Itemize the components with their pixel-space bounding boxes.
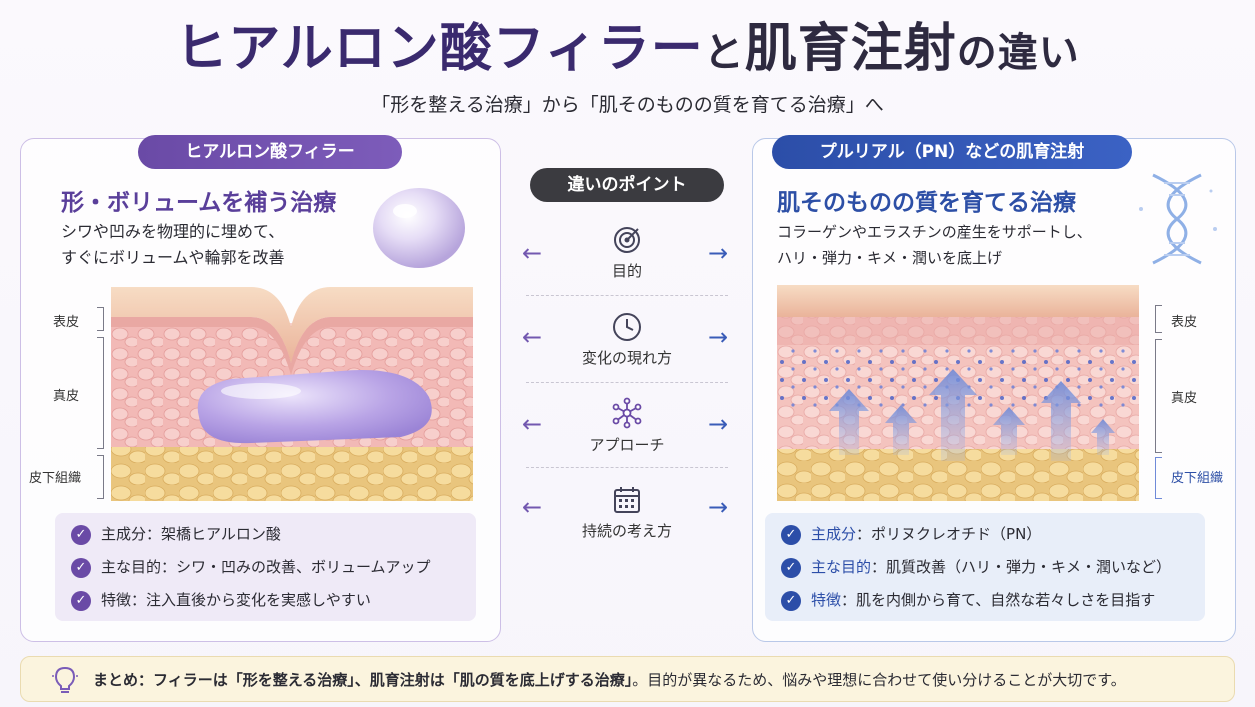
booster-dermis-bracket xyxy=(1155,339,1162,453)
point-purpose: 目的 xyxy=(520,224,734,281)
calendar-icon xyxy=(614,487,640,513)
skin-booster-skin-diagram xyxy=(777,285,1139,501)
filler-point-3: ✓特徴：注入直後から変化を実感しやすい xyxy=(71,589,371,611)
point-duration-label: 持続の考え方 xyxy=(581,522,672,540)
filler-panel: ヒアルロン酸フィラー 形・ボリュームを補う治療 シワや凹みを物理的に埋めて、 す… xyxy=(20,135,501,642)
arrow-right-icon: → xyxy=(708,410,729,438)
center-divider xyxy=(526,295,728,296)
check-icon: ✓ xyxy=(781,557,801,578)
title-difference: の違い xyxy=(956,29,1080,76)
arrow-left-icon: ← xyxy=(522,493,543,521)
filler-pill: ヒアルロン酸フィラー xyxy=(138,135,402,169)
arrow-right-icon: → xyxy=(708,239,729,267)
dna-icon xyxy=(1139,173,1217,265)
arrow-right-icon: → xyxy=(708,323,729,351)
filler-skin-diagram xyxy=(111,287,473,501)
skin-booster-panel: プルリアル（PN）などの肌育注射 肌そのものの質を育てる治療 コラーゲンやエラス… xyxy=(752,135,1236,642)
skin-booster-desc-line2: ハリ・弾力・キメ・潤いを底上げ xyxy=(777,249,1003,267)
point-purpose-label: 目的 xyxy=(611,262,642,280)
point-duration: 持続の考え方 xyxy=(520,484,734,541)
center-divider xyxy=(526,382,728,383)
filler-description: シワや凹みを物理的に埋めて、 すぐにボリュームや輪郭を改善 xyxy=(61,219,285,271)
arrow-left-icon: ← xyxy=(522,323,543,351)
check-icon: ✓ xyxy=(71,590,91,611)
title-filler: ヒアルロン酸フィラー xyxy=(175,18,704,79)
filler-desc-line1: シワや凹みを物理的に埋めて、 xyxy=(61,222,285,241)
filler-dermis-bracket xyxy=(97,337,104,449)
check-icon: ✓ xyxy=(781,524,801,545)
skin-booster-title: 肌そのものの質を育てる治療 xyxy=(777,190,1076,216)
check-icon: ✓ xyxy=(71,557,91,578)
filler-subcutis-bracket xyxy=(97,455,104,499)
filler-points-box: ✓主成分：架橋ヒアルロン酸 ✓主な目的：シワ・凹みの改善、ボリュームアップ ✓特… xyxy=(55,513,476,621)
booster-point-2: ✓主な目的：肌質改善（ハリ・弾力・キメ・潤いなど） xyxy=(781,556,1171,578)
booster-point-1: ✓主成分：ポリヌクレオチド（PN） xyxy=(781,523,1041,545)
clock-icon xyxy=(613,313,641,341)
point-approach-label: アプローチ xyxy=(589,436,665,454)
title-skin-booster: 肌育注射 xyxy=(744,18,957,79)
point-change-label: 変化の現れ方 xyxy=(581,349,672,367)
difference-points-pill: 違いのポイント xyxy=(530,168,724,202)
skin-booster-points-box: ✓主成分：ポリヌクレオチド（PN） ✓主な目的：肌質改善（ハリ・弾力・キメ・潤い… xyxy=(765,513,1205,621)
booster-dermis-label: 真皮 xyxy=(1171,391,1198,406)
page-subtitle: 「形を整える治療」から「肌そのものの質を育てる治療」へ xyxy=(371,94,884,116)
arrow-right-icon: → xyxy=(708,493,729,521)
network-icon xyxy=(612,397,642,429)
booster-subcutis-bracket xyxy=(1155,457,1162,499)
filler-title: 形・ボリュームを補う治療 xyxy=(61,190,337,216)
lightbulb-icon xyxy=(52,666,78,693)
booster-point-3: ✓特徴：肌を内側から育て、自然な若々しさを目指す xyxy=(781,589,1155,611)
booster-subcutis-label: 皮下組織 xyxy=(1171,471,1224,486)
center-divider xyxy=(526,467,728,468)
arrow-left-icon: ← xyxy=(522,239,543,267)
skin-booster-desc-line1: コラーゲンやエラスチンの産生をサポートし、 xyxy=(777,223,1092,241)
title-to: と xyxy=(703,29,745,76)
check-icon: ✓ xyxy=(71,524,91,545)
booster-epidermis-bracket xyxy=(1155,305,1162,333)
check-icon: ✓ xyxy=(781,590,801,611)
filler-dermis-label: 真皮 xyxy=(53,389,80,404)
filler-subcutis-label: 皮下組織 xyxy=(29,471,82,486)
hyaluronic-bubble-icon xyxy=(373,188,465,268)
summary-text: まとめ：フィラーは「形を整える治療」、肌育注射は「肌の質を底上げする治療」。目的… xyxy=(93,671,1126,689)
point-approach: アプローチ xyxy=(520,396,734,455)
filler-epidermis-bracket xyxy=(97,307,104,331)
arrow-left-icon: ← xyxy=(522,410,543,438)
booster-epidermis-label: 表皮 xyxy=(1171,315,1198,330)
skin-booster-pill: プルリアル（PN）などの肌育注射 xyxy=(772,135,1132,169)
point-change: 変化の現れ方 xyxy=(520,311,734,368)
filler-point-2: ✓主な目的：シワ・凹みの改善、ボリュームアップ xyxy=(71,556,431,578)
filler-point-1: ✓主成分：架橋ヒアルロン酸 xyxy=(71,523,281,545)
skin-booster-description: コラーゲンやエラスチンの産生をサポートし、 ハリ・弾力・キメ・潤いを底上げ xyxy=(777,219,1092,271)
target-icon xyxy=(614,227,640,253)
filler-epidermis-label: 表皮 xyxy=(53,315,80,330)
page-title: ヒアルロン酸フィラーと肌育注射の違い xyxy=(0,6,1255,81)
filler-desc-line2: すぐにボリュームや輪郭を改善 xyxy=(61,248,285,267)
summary-bar: まとめ：フィラーは「形を整える治療」、肌育注射は「肌の質を底上げする治療」。目的… xyxy=(20,656,1235,702)
